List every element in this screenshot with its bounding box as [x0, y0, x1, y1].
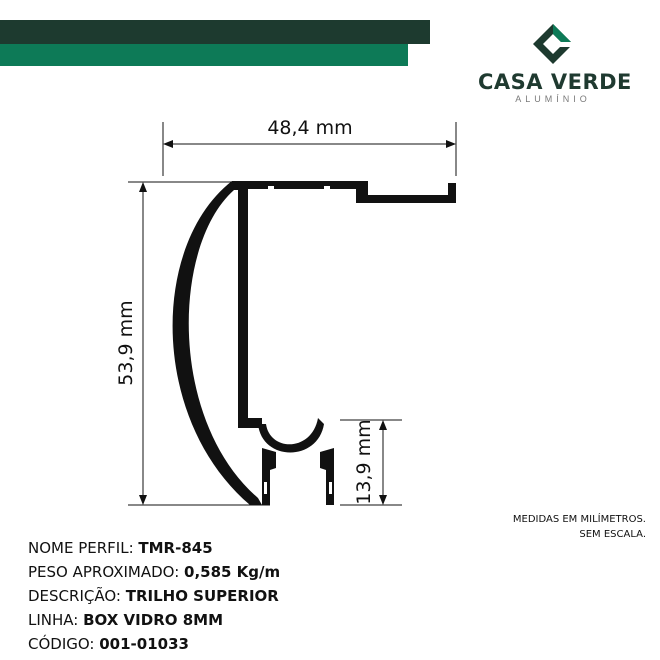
profile-specs: NOME PERFIL: TMR-845 PESO APROXIMADO: 0,… [28, 536, 280, 656]
height-arrow-top [139, 182, 147, 192]
foot-arrow-top [379, 420, 387, 430]
spec-row-description: DESCRIÇÃO: TRILHO SUPERIOR [28, 584, 280, 608]
spec-row-line: LINHA: BOX VIDRO 8MM [28, 608, 280, 632]
width-arrow-left [163, 140, 173, 148]
profile-cross-section [172, 181, 456, 505]
spec-row-code: CÓDIGO: 001-01033 [28, 632, 280, 656]
profile-notch-1 [268, 186, 274, 191]
profile-wall-connector [238, 418, 262, 428]
note-line-1: MEDIDAS EM MILÍMETROS. [512, 514, 646, 525]
spec-value: 0,585 Kg/m [184, 563, 281, 581]
brand-subtitle: ALUMÍNIO [515, 94, 591, 104]
spec-label: NOME PERFIL: [28, 539, 139, 557]
spec-label: PESO APROXIMADO: [28, 563, 185, 581]
spec-value: TMR-845 [138, 539, 213, 557]
casa-verde-logo-icon [533, 24, 575, 64]
profile-curved-shell [172, 181, 262, 505]
foot-height-dimension: 13,9 mm [340, 419, 402, 506]
profile-foot-slot-left [264, 482, 267, 494]
spec-label: LINHA: [28, 611, 84, 629]
foot-height-label: 13,9 mm [353, 419, 375, 504]
header-bar-dark [0, 20, 430, 44]
header-bar-green [0, 44, 408, 66]
spec-label: CÓDIGO: [28, 635, 100, 653]
spec-value: BOX VIDRO 8MM [83, 611, 224, 629]
profile-flange-tip [442, 195, 456, 203]
spec-row-profile-name: NOME PERFIL: TMR-845 [28, 536, 280, 560]
height-arrow-bottom [139, 495, 147, 505]
spec-value: 001-01033 [99, 635, 189, 653]
measurement-note: MEDIDAS EM MILÍMETROS. SEM ESCALA. [513, 512, 646, 542]
height-label: 53,9 mm [115, 300, 137, 385]
height-dimension: 53,9 mm [115, 181, 270, 506]
brand-logo: CASA VERDE ALUMÍNIO [478, 22, 632, 104]
profile-right-foot [320, 448, 334, 505]
width-arrow-right [446, 140, 456, 148]
width-dimension: 48,4 mm [162, 117, 457, 176]
profile-top-flange [232, 181, 456, 203]
spec-row-weight: PESO APROXIMADO: 0,585 Kg/m [28, 560, 280, 584]
note-line-2: SEM ESCALA. [579, 529, 646, 540]
profile-left-foot [262, 448, 276, 505]
width-label: 48,4 mm [267, 117, 352, 139]
profile-foot-slot-right [329, 482, 332, 494]
profile-inner-wall [238, 190, 248, 420]
brand-name: CASA VERDE [478, 70, 632, 94]
spec-label: DESCRIÇÃO: [28, 587, 126, 605]
profile-bottom-cup [258, 418, 324, 453]
foot-arrow-bottom [379, 495, 387, 505]
profile-notch-2 [324, 186, 330, 191]
spec-value: TRILHO SUPERIOR [125, 587, 279, 605]
